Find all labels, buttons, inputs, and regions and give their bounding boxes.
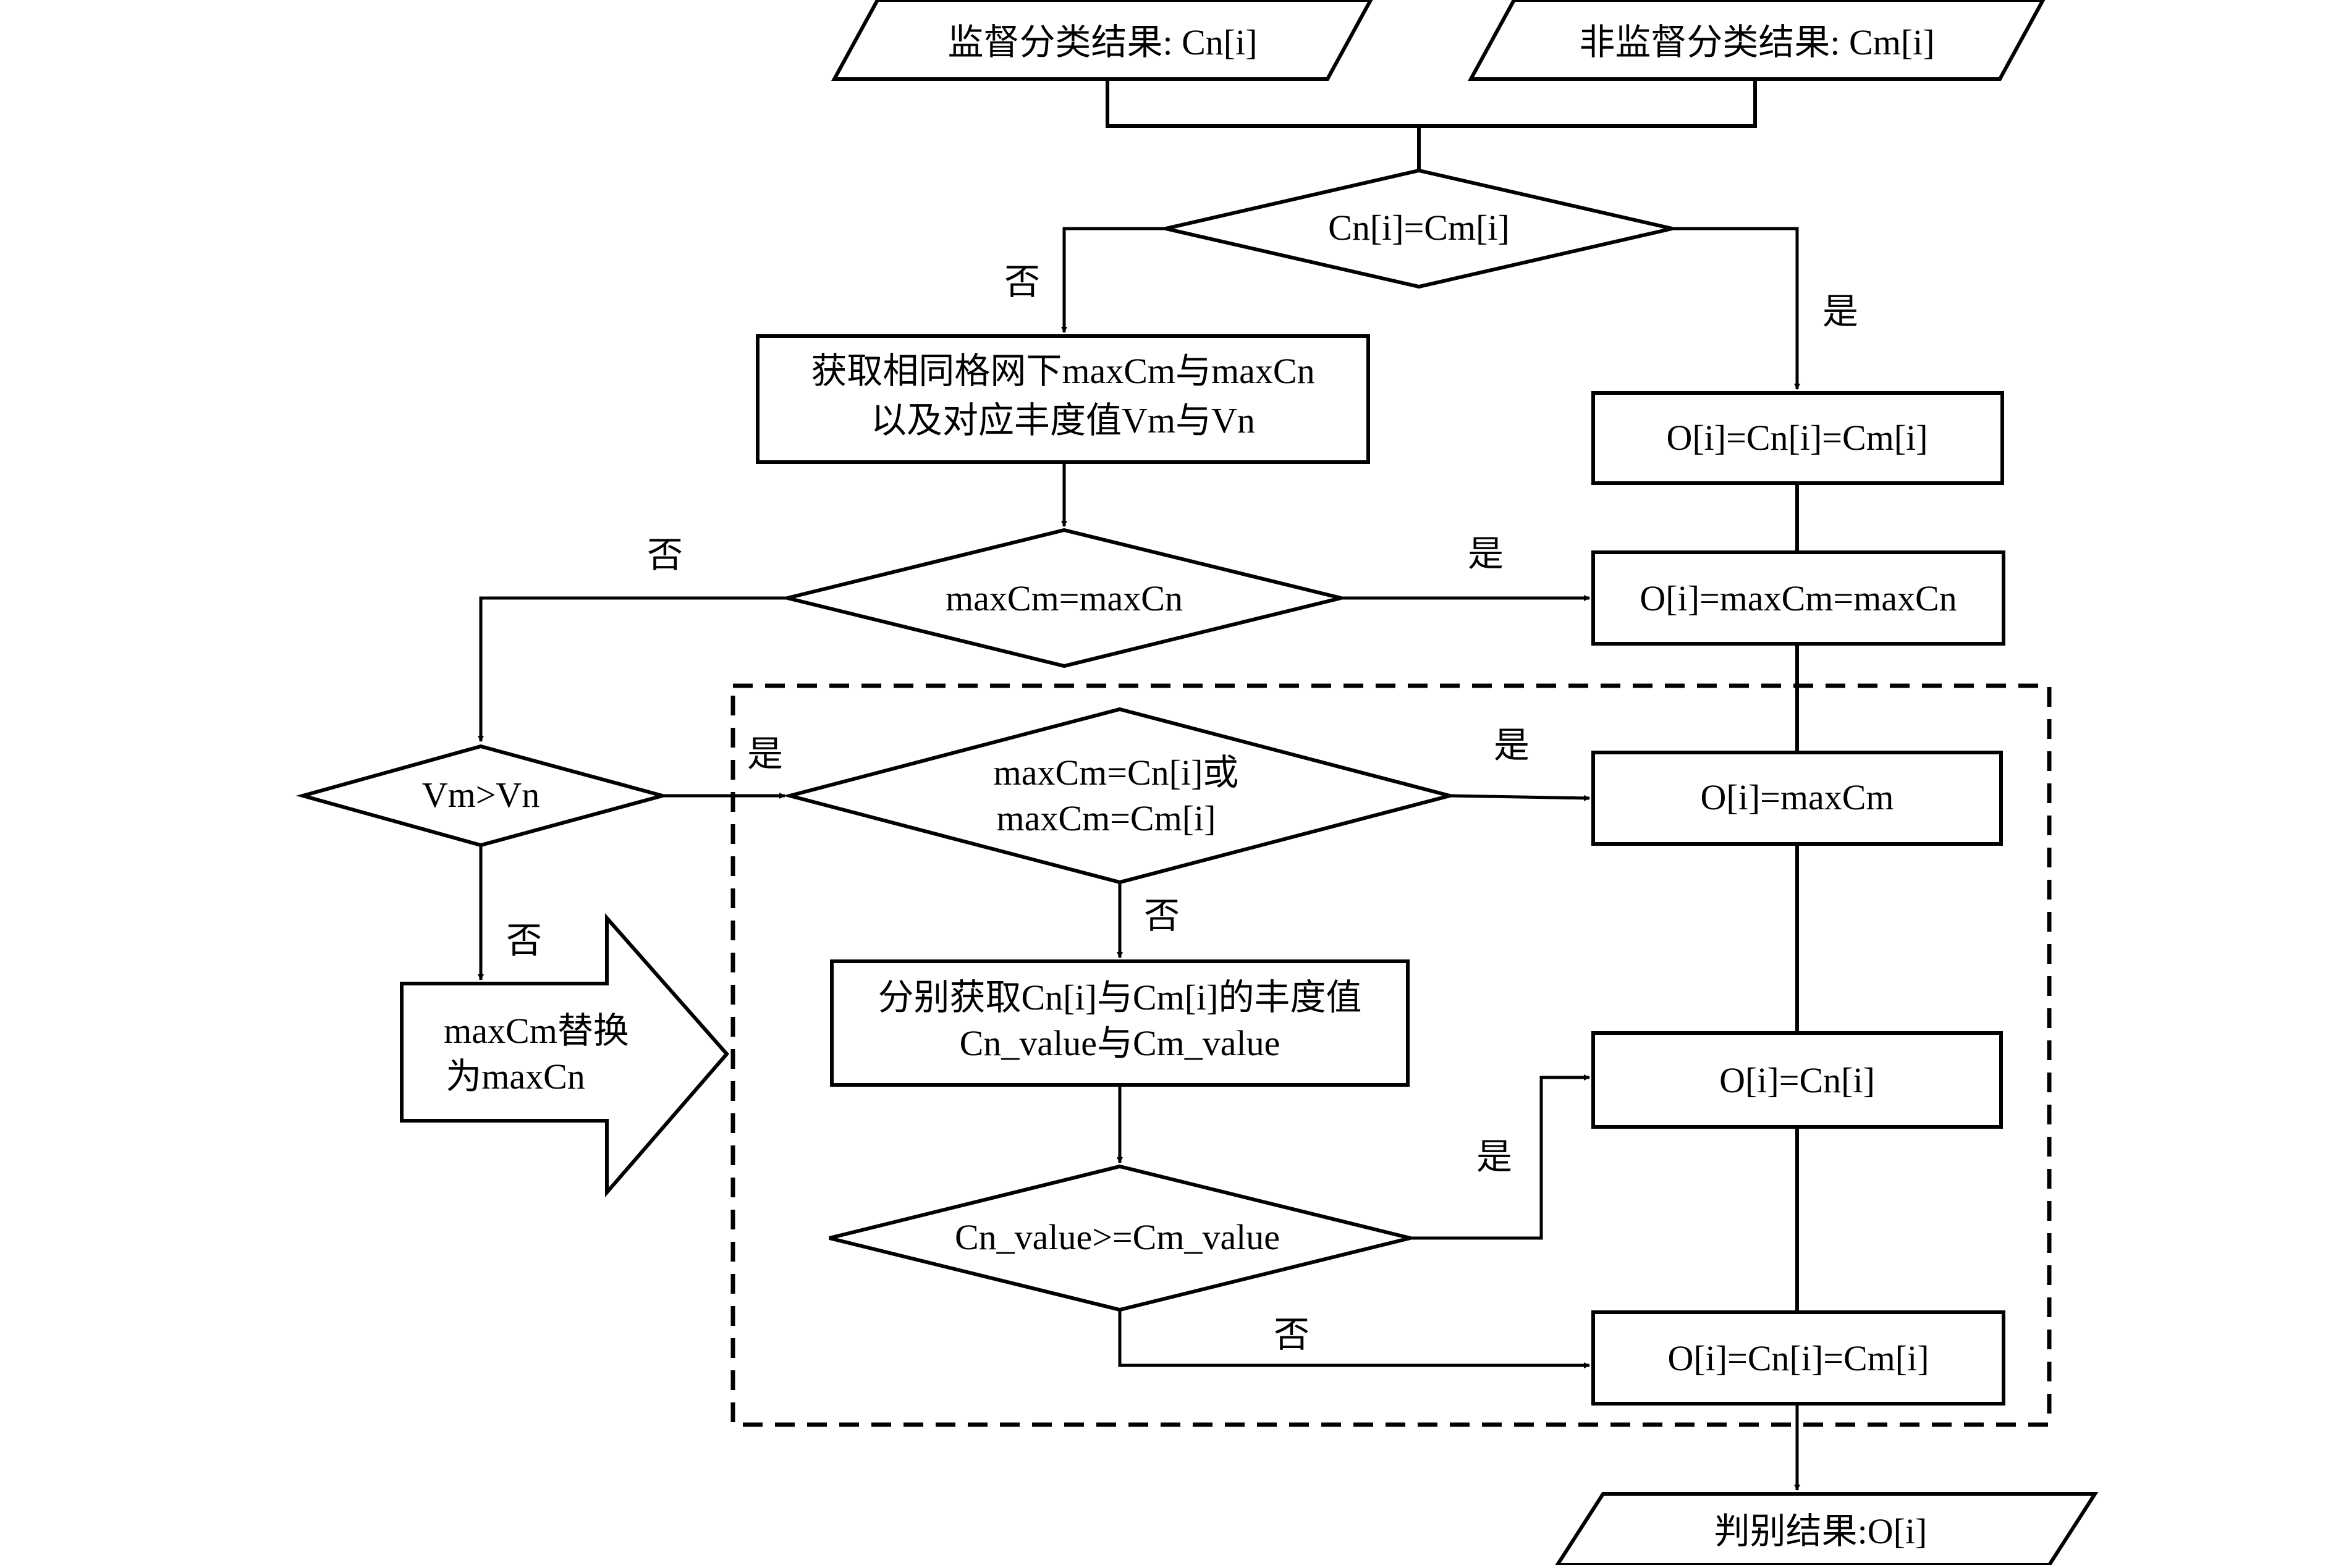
connector-yes-1 bbox=[1672, 227, 1800, 390]
input-supervised-label: 监督分类结果: Cn[i] bbox=[947, 22, 1257, 62]
decision-cn-equals-cm bbox=[1165, 168, 1673, 289]
input-unsupervised-shape bbox=[1467, 0, 2046, 81]
process-get-max-label-2: 以及对应丰度值Vm与Vn bbox=[871, 400, 1255, 440]
input-unsupervised-label: 非监督分类结果: Cm[i] bbox=[1579, 22, 1934, 62]
replace-arrow-label-1: maxCm替换 bbox=[444, 1011, 629, 1051]
decision-v-compare-label: Vm>Vn bbox=[422, 775, 540, 815]
label-no-1: 否 bbox=[1004, 262, 1040, 302]
label-yes-1: 是 bbox=[1822, 292, 1858, 332]
dashed-region bbox=[730, 683, 2052, 1427]
decision-value-compare-label: Cn_value>=Cm_value bbox=[955, 1217, 1280, 1257]
replace-arrow-shape bbox=[400, 913, 729, 1198]
output-max-equal-shape bbox=[1591, 550, 2005, 646]
label-no-3: 否 bbox=[506, 921, 542, 961]
label-yes-2: 是 bbox=[1468, 534, 1504, 574]
output-max-equal-label: O[i]=maxCm=maxCn bbox=[1640, 578, 1957, 618]
result-label: 判别结果:O[i] bbox=[1714, 1511, 1928, 1551]
process-get-max-label-1: 获取相同格网下maxCm与maxCn bbox=[811, 351, 1314, 391]
input-supervised-shape bbox=[831, 0, 1373, 81]
label-yes-3: 是 bbox=[747, 734, 783, 774]
process-get-values-label-2: Cn_value与Cm_value bbox=[960, 1023, 1280, 1063]
output-equal-label: O[i]=Cn[i]=Cm[i] bbox=[1666, 418, 1928, 458]
output-max-cm-shape bbox=[1591, 751, 2003, 846]
connector-no-1 bbox=[1061, 227, 1166, 333]
output-cn-cm-label: O[i]=Cn[i]=Cm[i] bbox=[1667, 1338, 1929, 1378]
merge-line bbox=[1106, 79, 1757, 128]
connector-yes-5 bbox=[1410, 1074, 1590, 1240]
output-cn-label: O[i]=Cn[i] bbox=[1719, 1060, 1875, 1100]
decision-max-in bbox=[782, 707, 1457, 885]
output-cn-cm-shape bbox=[1591, 1310, 2005, 1406]
connector-yes-4 bbox=[1449, 794, 1590, 801]
output-max-cm-label: O[i]=maxCm bbox=[1701, 777, 1894, 817]
decision-max-equal-label: maxCm=maxCn bbox=[946, 578, 1183, 618]
output-equal-shape bbox=[1591, 391, 2004, 485]
decision-cn-equals-cm-label: Cn[i]=Cm[i] bbox=[1328, 208, 1510, 248]
connector-no-2 bbox=[478, 596, 787, 742]
replace-arrow-label-2: 为maxCn bbox=[446, 1056, 585, 1097]
connector-no-5 bbox=[1118, 1310, 1590, 1368]
output-cn-shape bbox=[1591, 1031, 2003, 1129]
decision-max-in-label-2: maxCm=Cm[i] bbox=[997, 798, 1216, 838]
label-no-2: 否 bbox=[647, 535, 683, 575]
process-get-values-label-1: 分别获取Cn[i]与Cm[i]的丰度值 bbox=[878, 977, 1362, 1018]
label-no-5: 否 bbox=[1274, 1315, 1310, 1355]
label-no-4: 否 bbox=[1144, 896, 1180, 936]
label-yes-4: 是 bbox=[1494, 725, 1530, 765]
decision-max-in-label-1: maxCm=Cn[i]或 bbox=[994, 752, 1239, 793]
label-yes-5: 是 bbox=[1476, 1137, 1512, 1177]
decision-max-equal bbox=[787, 528, 1342, 668]
